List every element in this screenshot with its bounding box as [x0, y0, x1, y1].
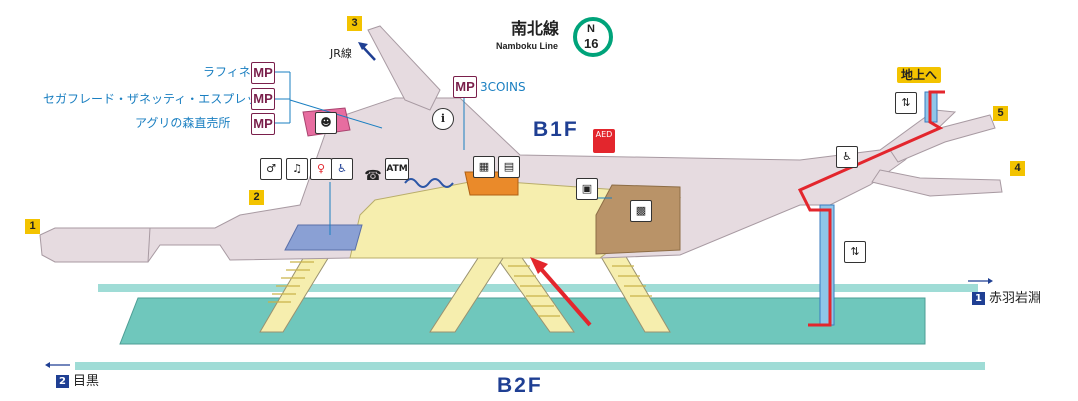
direction-left-number: 2 — [56, 375, 69, 388]
ticket-machine-icon: ▦ — [473, 156, 495, 178]
line-code-number: 16 — [584, 36, 599, 51]
exit-1-passage — [39, 227, 151, 263]
mp-badge-aguri[interactable]: MP — [251, 113, 275, 135]
elevator-icon-b1f[interactable]: ⇅ — [844, 241, 866, 263]
station-office-icon: ▩ — [630, 200, 652, 222]
line-roman: Namboku Line — [496, 41, 559, 51]
jr-line-label: JR線 — [330, 47, 352, 60]
exit-2-marker[interactable]: 2 — [249, 190, 264, 205]
info-icon[interactable]: i — [432, 108, 454, 130]
shop-laffine-label: ラフィネ — [203, 65, 251, 79]
line-code-letter: N — [587, 23, 595, 35]
escalator — [404, 178, 454, 188]
floor-label-b2f: B2F — [497, 374, 543, 397]
mp-badge-3coins[interactable]: MP — [453, 76, 477, 98]
mp-badge-segafredo[interactable]: MP — [251, 88, 275, 110]
locker-icon: ▣ — [576, 178, 598, 200]
to-ground-label: 地上へ — [897, 67, 942, 83]
nursing-room-icon: ♫ — [286, 158, 308, 180]
shop-aguri-label: アグリの森直売所 — [135, 116, 231, 130]
atm-icon[interactable]: ATM — [385, 158, 409, 180]
exit-4-marker[interactable]: 4 — [1010, 161, 1025, 176]
direction-right-name: 赤羽岩淵 — [989, 291, 1042, 306]
direction-right-number: 1 — [972, 292, 985, 305]
track-lower — [75, 362, 985, 370]
exit-3-stair — [367, 25, 441, 111]
exit-3-marker[interactable]: 3 — [347, 16, 362, 31]
exit-4-passage — [871, 169, 1003, 197]
you-are-here-arrow — [533, 260, 592, 327]
accessible-route — [797, 90, 945, 327]
gate-area — [284, 224, 363, 251]
platform-b2f — [119, 297, 926, 345]
exit-5-marker[interactable]: 5 — [993, 106, 1008, 121]
shop-segafredo-label: セガフレード・ザネッティ・エスプレッソ — [43, 92, 271, 106]
toilet-icon: ♀ — [310, 158, 332, 180]
aed-icon[interactable]: AED — [593, 129, 615, 153]
shop-3coins-label: 3COINS — [480, 80, 526, 94]
line-badge-ring — [573, 17, 613, 57]
telephone-icon: ☎ — [364, 168, 382, 184]
elevator-icon-ground[interactable]: ⇅ — [895, 92, 917, 114]
direction-left-name: 目黒 — [73, 374, 100, 389]
accessible-toilet-icon: ♿ — [331, 158, 353, 180]
exit-1-marker[interactable]: 1 — [25, 219, 40, 234]
elevator-shaft — [819, 204, 835, 326]
line-name: 南北線 — [511, 19, 560, 38]
lounge-icon: ☻ — [315, 112, 337, 134]
mp-badge-laffine[interactable]: MP — [251, 62, 275, 84]
wheelchair-icon: ♿ — [836, 146, 858, 168]
floor-label-b1f: B1F — [533, 118, 579, 141]
toilet-men-icon: ♂ — [260, 158, 282, 180]
fare-adjustment-icon: ▤ — [498, 156, 520, 178]
